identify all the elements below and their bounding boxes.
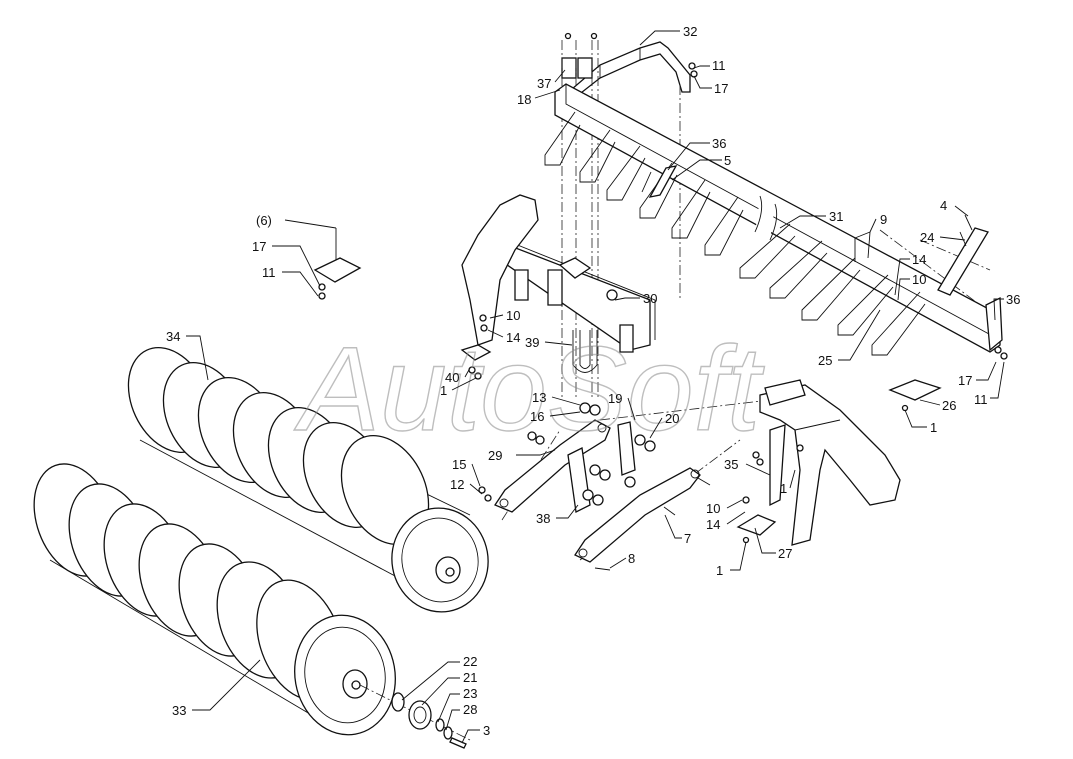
frame-30 bbox=[461, 194, 656, 373]
label-7: 7 bbox=[684, 531, 691, 546]
label-14-mid: 14 bbox=[506, 330, 520, 345]
label-3: 3 bbox=[483, 723, 490, 738]
label-1-bracket: 1 bbox=[780, 481, 787, 496]
label-5: 5 bbox=[724, 153, 731, 168]
label-28: 28 bbox=[463, 702, 477, 717]
label-1-lower: 1 bbox=[716, 563, 723, 578]
label-12: 12 bbox=[450, 477, 464, 492]
label-33: 33 bbox=[172, 703, 186, 718]
label-14-lower: 14 bbox=[706, 517, 720, 532]
label-22: 22 bbox=[463, 654, 477, 669]
blade-27 bbox=[736, 514, 777, 544]
label-32: 32 bbox=[683, 24, 697, 39]
label-40: 40 bbox=[445, 370, 459, 385]
label-17-left: 17 bbox=[252, 239, 266, 254]
label-6: (6) bbox=[256, 213, 272, 228]
roller-34 bbox=[127, 346, 489, 613]
label-10-lower: 10 bbox=[706, 501, 720, 516]
label-25: 25 bbox=[818, 353, 832, 368]
label-31: 31 bbox=[829, 209, 843, 224]
plate-24 bbox=[937, 214, 989, 296]
label-10-right: 10 bbox=[912, 272, 926, 287]
label-23: 23 bbox=[463, 686, 477, 701]
bushings bbox=[478, 402, 711, 571]
label-36-right: 36 bbox=[1006, 292, 1020, 307]
label-29: 29 bbox=[488, 448, 502, 463]
label-17-top: 17 bbox=[714, 81, 728, 96]
link-19 bbox=[617, 421, 636, 476]
label-8: 8 bbox=[628, 551, 635, 566]
roller-33 bbox=[33, 463, 396, 736]
label-26: 26 bbox=[942, 398, 956, 413]
label-15: 15 bbox=[452, 457, 466, 472]
right-bracket bbox=[742, 379, 901, 546]
label-9: 9 bbox=[880, 212, 887, 227]
arm-29 bbox=[494, 419, 611, 513]
label-39: 39 bbox=[525, 335, 539, 350]
leader-lines bbox=[186, 30, 1005, 744]
label-1-right: 1 bbox=[930, 420, 937, 435]
label-14-right: 14 bbox=[912, 252, 926, 267]
label-34: 34 bbox=[166, 329, 180, 344]
plate-6 bbox=[313, 228, 362, 300]
label-17-right: 17 bbox=[958, 373, 972, 388]
blade-26 bbox=[888, 379, 942, 412]
label-11-top: 11 bbox=[712, 58, 726, 73]
label-18: 18 bbox=[517, 92, 531, 107]
handle-bracket-32 bbox=[561, 32, 698, 101]
label-4: 4 bbox=[940, 198, 947, 213]
label-35: 35 bbox=[724, 457, 738, 472]
label-20: 20 bbox=[665, 411, 679, 426]
label-19: 19 bbox=[608, 391, 622, 406]
label-11-right: 11 bbox=[974, 392, 988, 407]
label-27: 27 bbox=[778, 546, 792, 561]
label-37: 37 bbox=[537, 76, 551, 91]
label-11-left: 11 bbox=[262, 265, 276, 280]
label-36-top: 36 bbox=[712, 136, 726, 151]
label-24: 24 bbox=[920, 230, 934, 245]
watermark: AutoSoft bbox=[294, 322, 765, 456]
arm-7 bbox=[574, 467, 701, 563]
bracket-40 bbox=[460, 314, 492, 380]
label-1-mid: 1 bbox=[440, 383, 447, 398]
link-38 bbox=[567, 447, 591, 513]
label-10-mid: 10 bbox=[506, 308, 520, 323]
label-21: 21 bbox=[463, 670, 477, 685]
callout-labels: 32 11 17 37 18 36 5 31 9 4 24 14 10 36 2… bbox=[166, 24, 1020, 738]
label-30: 30 bbox=[643, 291, 657, 306]
label-38: 38 bbox=[536, 511, 550, 526]
label-16: 16 bbox=[530, 409, 544, 424]
bolt-36-5 bbox=[641, 165, 678, 198]
label-13: 13 bbox=[532, 390, 546, 405]
